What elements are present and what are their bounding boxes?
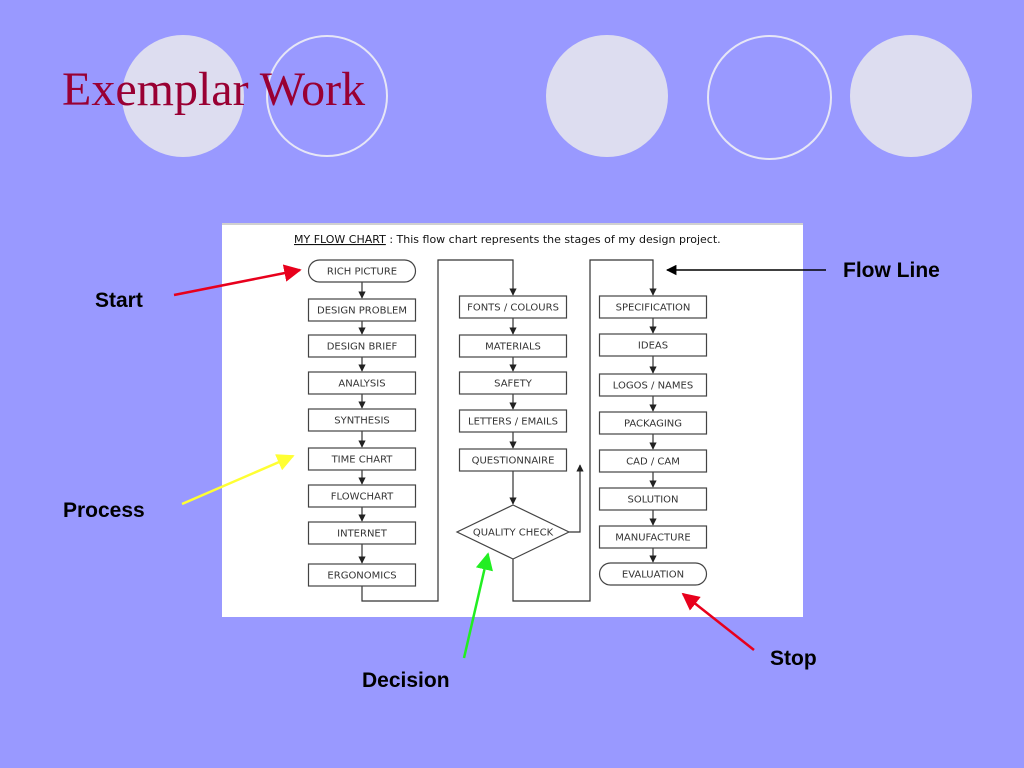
stop-arrow bbox=[681, 592, 755, 651]
flowchart-node-packaging: PACKAGING bbox=[598, 411, 708, 435]
flowchart-node-label: LOGOS / NAMES bbox=[613, 381, 693, 392]
flowchart-node-label: PACKAGING bbox=[624, 419, 682, 430]
flow-connector bbox=[569, 464, 584, 533]
decision-label: QUALITY CHECK bbox=[473, 528, 554, 539]
flowchart-node-label: QUESTIONNAIRE bbox=[472, 456, 555, 467]
decision-arrow bbox=[462, 552, 493, 659]
flowchart-node-time-chart: TIME CHART bbox=[307, 447, 417, 471]
flowchart-node-label: TIME CHART bbox=[331, 455, 394, 466]
decorative-ring bbox=[266, 35, 388, 157]
flowchart-node-label: SOLUTION bbox=[627, 495, 678, 506]
flowchart-node-label: MANUFACTURE bbox=[615, 533, 690, 544]
caption-title: MY FLOW CHART bbox=[294, 233, 386, 246]
flowchart-node-label: RICH PICTURE bbox=[327, 267, 397, 278]
process-callout: Process bbox=[63, 499, 145, 522]
flowchart-panel: MY FLOW CHART : This flow chart represen… bbox=[222, 223, 803, 617]
flowchart-node-design-problem: DESIGN PROBLEM bbox=[307, 298, 417, 322]
flowchart-node-evaluation: EVALUATION bbox=[598, 562, 708, 586]
flowchart-node-letters-emails: LETTERS / EMAILS bbox=[458, 409, 568, 433]
flowchart-node-design-brief: DESIGN BRIEF bbox=[307, 334, 417, 358]
flowchart-node-label: ANALYSIS bbox=[338, 379, 385, 390]
flowchart-node-logos-names: LOGOS / NAMES bbox=[598, 373, 708, 397]
flowchart-node-fonts-colours: FONTS / COLOURS bbox=[458, 295, 568, 319]
flowchart-node-label: SPECIFICATION bbox=[616, 303, 691, 314]
decision-callout: Decision bbox=[362, 669, 450, 692]
flowchart-node-manufacture: MANUFACTURE bbox=[598, 525, 708, 549]
flowchart-node-label: FLOWCHART bbox=[331, 492, 394, 503]
flowchart-node-label: DESIGN BRIEF bbox=[327, 342, 398, 353]
flowchart-node-label: INTERNET bbox=[337, 529, 388, 540]
slide-title: Exemplar Work bbox=[62, 63, 366, 116]
stop-callout: Stop bbox=[770, 647, 817, 670]
flowchart-node-ergonomics: ERGONOMICS bbox=[307, 563, 417, 587]
flowchart-node-flowchart: FLOWCHART bbox=[307, 484, 417, 508]
flowchart-node-internet: INTERNET bbox=[307, 521, 417, 545]
flowchart-node-label: FONTS / COLOURS bbox=[467, 303, 559, 314]
flowchart-node-analysis: ANALYSIS bbox=[307, 371, 417, 395]
flowchart-decision-quality-check: QUALITY CHECK bbox=[455, 504, 571, 560]
flowchart-node-safety: SAFETY bbox=[458, 371, 568, 395]
flowchart-node-solution: SOLUTION bbox=[598, 487, 708, 511]
start-callout: Start bbox=[95, 289, 143, 312]
flowchart-node-ideas: IDEAS bbox=[598, 333, 708, 357]
decorative-circle bbox=[850, 35, 972, 157]
flowchart-node-label: DESIGN PROBLEM bbox=[317, 306, 407, 317]
flowchart-node-cad-cam: CAD / CAM bbox=[598, 449, 708, 473]
flowchart-node-label: EVALUATION bbox=[622, 570, 684, 581]
decorative-circle bbox=[546, 35, 668, 157]
caption-text: : This flow chart represents the stages … bbox=[386, 233, 721, 246]
flowchart-node-label: CAD / CAM bbox=[626, 457, 680, 468]
flowchart-node-synthesis: SYNTHESIS bbox=[307, 408, 417, 432]
flowchart-node-label: IDEAS bbox=[638, 341, 668, 352]
flowchart-node-rich-picture: RICH PICTURE bbox=[307, 259, 417, 283]
flowchart-node-label: LETTERS / EMAILS bbox=[468, 417, 558, 428]
flowchart-diagram: MY FLOW CHART : This flow chart represen… bbox=[294, 233, 721, 602]
flowchart-node-label: SYNTHESIS bbox=[334, 416, 390, 427]
flowchart-node-label: SAFETY bbox=[494, 379, 533, 390]
process-arrow bbox=[181, 454, 295, 506]
flow-connector bbox=[361, 259, 517, 602]
flowchart-node-materials: MATERIALS bbox=[458, 334, 568, 358]
start-arrow bbox=[173, 264, 302, 297]
flowchart-node-questionnaire: QUESTIONNAIRE bbox=[458, 448, 568, 472]
flowchart-node-label: MATERIALS bbox=[485, 342, 541, 353]
flowchart-node-specification: SPECIFICATION bbox=[598, 295, 708, 319]
flowchart-node-label: ERGONOMICS bbox=[327, 571, 396, 582]
decorative-circle bbox=[122, 35, 244, 157]
decorative-ring bbox=[707, 35, 832, 160]
flowchart-caption: MY FLOW CHART : This flow chart represen… bbox=[294, 233, 721, 246]
flow-connector bbox=[512, 259, 657, 602]
flow-line-callout: Flow Line bbox=[843, 259, 940, 282]
